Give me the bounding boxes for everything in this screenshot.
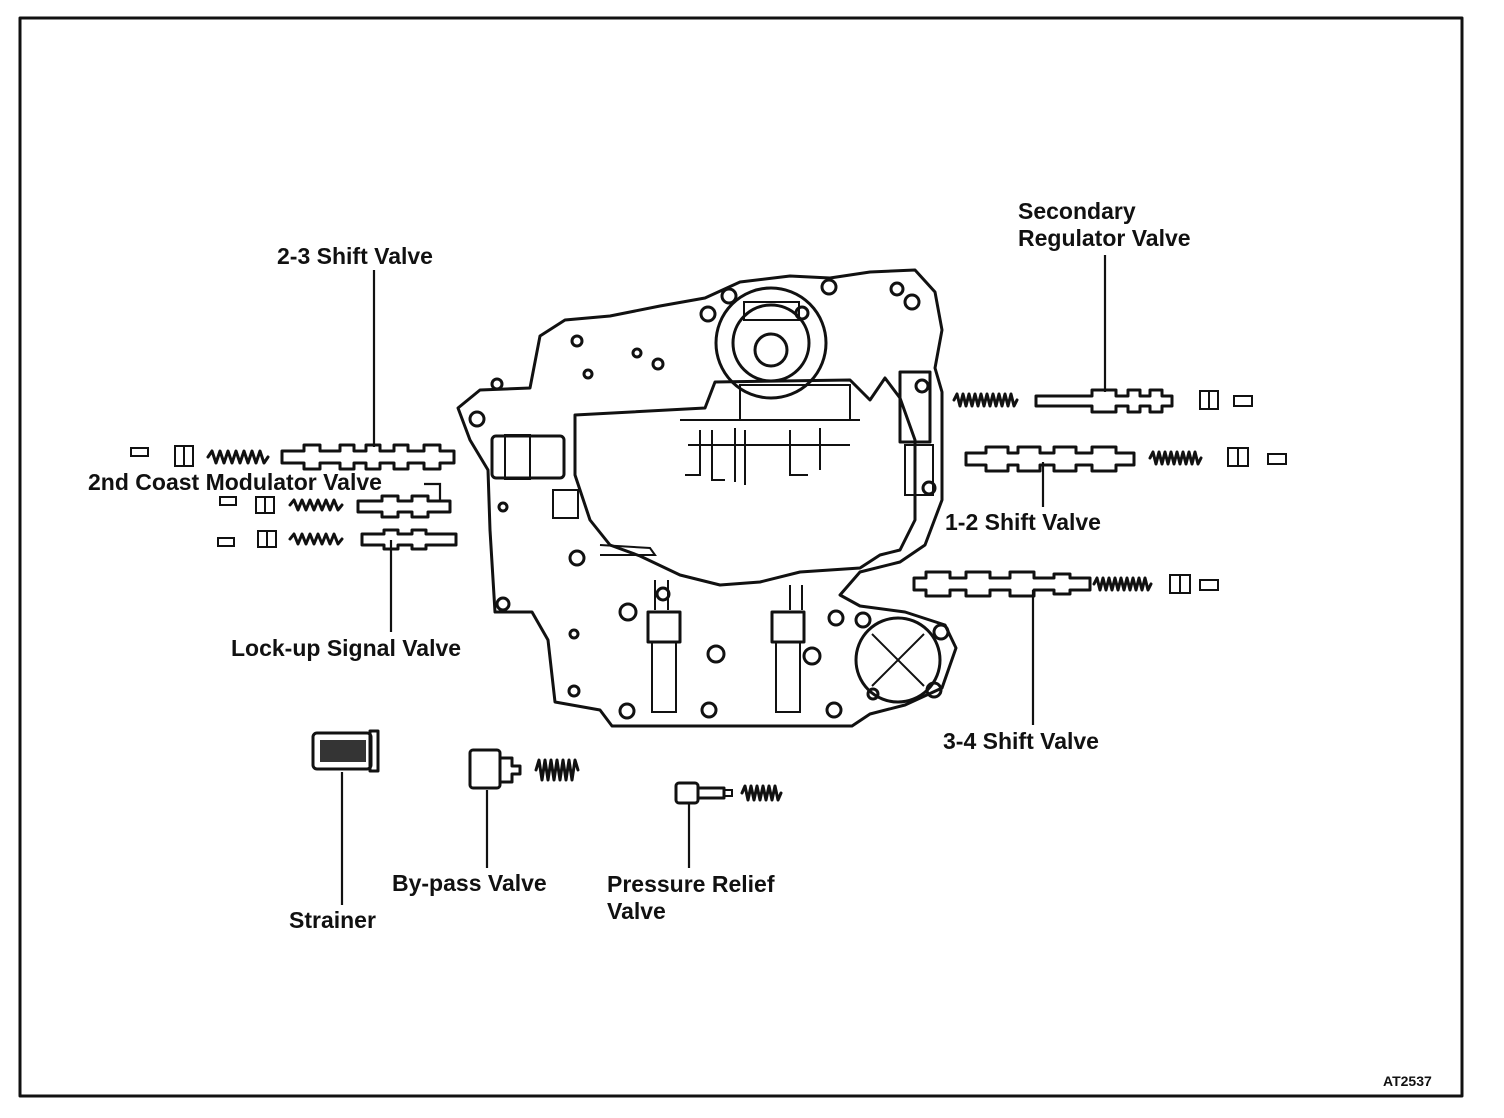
figure-frame [18, 16, 1464, 1098]
bypass-valve-part [468, 748, 580, 790]
shift-valve-2-3-parts [130, 443, 456, 471]
label-lock-up-signal: Lock-up Signal Valve [231, 635, 461, 661]
strainer-part [311, 729, 380, 773]
label-strainer: Strainer [289, 907, 376, 933]
label-secondary-regulator-line1: Secondary [1018, 198, 1136, 224]
label-pressure-relief-line2: Valve [607, 898, 666, 924]
second-coast-modulator-parts [219, 494, 452, 519]
label-second-coast-modulator: 2nd Coast Modulator Valve [88, 469, 382, 495]
pump-boss-hub [753, 332, 789, 368]
figure-code: AT2537 [1383, 1073, 1432, 1089]
leader-lines [340, 255, 1107, 905]
pressure-relief-part [674, 781, 783, 805]
secondary-regulator-parts [952, 388, 1253, 414]
valve-body [456, 268, 958, 728]
shift-valve-1-2-parts [964, 445, 1287, 473]
label-shift-valve-1-2: 1-2 Shift Valve [945, 509, 1101, 535]
label-pressure-relief-line1: Pressure Relief [607, 871, 775, 897]
lock-up-signal-parts [217, 528, 458, 551]
label-shift-valve-2-3: 2-3 Shift Valve [277, 243, 433, 269]
shift-valve-3-4-parts [912, 570, 1219, 598]
label-secondary-regulator-line2: Regulator Valve [1018, 225, 1191, 251]
label-shift-valve-3-4: 3-4 Shift Valve [943, 728, 1099, 754]
bolt-holes [468, 278, 950, 720]
pump-boss [714, 286, 828, 400]
accumulator-cover [854, 616, 942, 704]
label-bypass-valve: By-pass Valve [392, 870, 547, 896]
